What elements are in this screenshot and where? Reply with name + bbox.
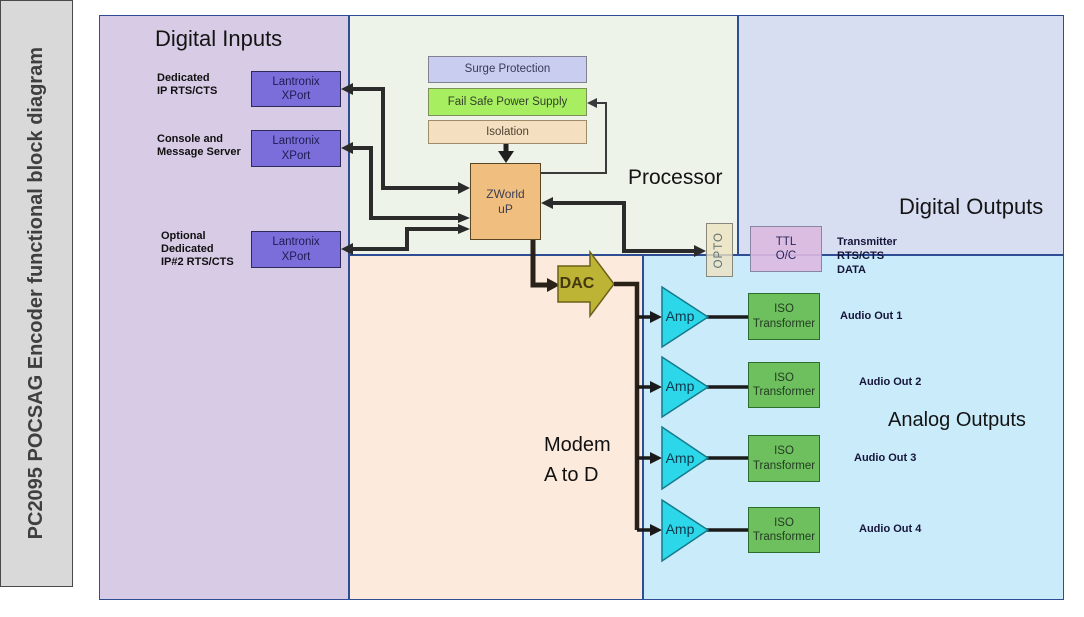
amp3-label: Amp: [665, 450, 695, 466]
opto-label: OPTO: [713, 231, 726, 269]
audio-out-2-label: Audio Out 2: [859, 376, 922, 388]
amp2-label: Amp: [665, 378, 695, 394]
lantronix-xport-box-1: Lantronix XPort: [251, 71, 341, 107]
ttl-line2: O/C: [775, 250, 797, 262]
input3-label-line3: IP#2 RTS/CTS: [161, 256, 234, 268]
analog-outputs-heading: Analog Outputs: [888, 409, 1026, 431]
surge-protection-box: Surge Protection: [428, 56, 587, 83]
lantronix-2-line2: XPort: [281, 149, 311, 162]
region-modem: [349, 255, 643, 600]
region-digital-inputs: [99, 15, 349, 600]
iso-transformer-box-3: ISO Transformer: [748, 435, 820, 482]
failsafe-power-supply-box: Fail Safe Power Supply: [428, 88, 587, 116]
input2-label-line1: Console and: [157, 133, 224, 145]
lantronix-1-line2: XPort: [281, 90, 311, 102]
lantronix-3-line1: Lantronix: [272, 236, 320, 249]
amp4-label: Amp: [665, 521, 695, 537]
iso3-line1: ISO: [774, 445, 794, 458]
iso2-line1: ISO: [774, 371, 794, 384]
lantronix-1-line1: Lantronix: [272, 75, 320, 88]
input3-label-line2: Dedicated: [161, 243, 214, 255]
transmitter-line1: Transmitter: [837, 236, 897, 248]
isolation-box: Isolation: [428, 120, 587, 144]
amp1-label: Amp: [665, 308, 695, 324]
input3-label-line1: Optional: [161, 230, 206, 242]
transmitter-line2: RTS/CTS: [837, 250, 885, 262]
iso1-line1: ISO: [774, 303, 794, 316]
audio-out-3-label: Audio Out 3: [854, 452, 917, 464]
surge-protection-label: Surge Protection: [464, 63, 551, 76]
input1-label-line1: Dedicated: [157, 72, 210, 84]
processor-heading: Processor: [628, 166, 723, 189]
modem-heading-line1: Modem: [544, 434, 611, 456]
ttl-line1: TTL: [775, 235, 797, 248]
iso-transformer-box-2: ISO Transformer: [748, 362, 820, 408]
iso-transformer-box-4: ISO Transformer: [748, 507, 820, 553]
lantronix-2-line1: Lantronix: [272, 135, 320, 148]
input2-label-line2: Message Server: [157, 146, 241, 158]
transmitter-line3: DATA: [837, 264, 866, 276]
lantronix-xport-box-3: Lantronix XPort: [251, 231, 341, 268]
zworld-up-box: ZWorld uP: [470, 163, 541, 240]
input-label-optional-ip2: Optional Dedicated IP#2 RTS/CTS: [161, 230, 234, 269]
iso2-line2: Transformer: [752, 386, 816, 398]
iso1-line2: Transformer: [752, 317, 816, 330]
iso-transformer-box-1: ISO Transformer: [748, 293, 820, 340]
zworld-line1: ZWorld: [486, 186, 525, 201]
failsafe-label: Fail Safe Power Supply: [447, 95, 568, 108]
modem-heading-line2: A to D: [544, 464, 599, 486]
diagram-title-bar: PC2095 POCSAG Encoder functional block d…: [0, 0, 73, 587]
input1-label-line2: IP RTS/CTS: [157, 85, 218, 97]
iso3-line2: Transformer: [752, 459, 816, 472]
ttl-oc-box: TTL O/C: [750, 226, 822, 272]
lantronix-3-line2: XPort: [281, 250, 311, 263]
diagram-title: PC2095 POCSAG Encoder functional block d…: [25, 47, 47, 540]
input-label-console-server: Console and Message Server: [157, 133, 241, 159]
digital-inputs-heading: Digital Inputs: [155, 26, 283, 51]
opto-box: OPTO: [706, 223, 733, 277]
modem-heading: Modem A to D: [544, 430, 611, 490]
transmitter-label: Transmitter RTS/CTS DATA: [837, 235, 897, 277]
lantronix-xport-box-2: Lantronix XPort: [251, 130, 341, 167]
isolation-label: Isolation: [486, 125, 529, 138]
zworld-line2: uP: [498, 201, 513, 216]
audio-out-4-label: Audio Out 4: [859, 523, 922, 535]
dac-label: DAC: [559, 275, 595, 292]
audio-out-1-label: Audio Out 1: [840, 310, 903, 322]
region-digital-outputs: [738, 15, 1064, 255]
iso4-line1: ISO: [774, 516, 794, 529]
iso4-line2: Transformer: [752, 531, 816, 543]
digital-outputs-heading: Digital Outputs: [899, 194, 1044, 219]
region-analog-outputs: [643, 255, 1064, 600]
input-label-dedicated-ip: Dedicated IP RTS/CTS: [157, 72, 217, 98]
